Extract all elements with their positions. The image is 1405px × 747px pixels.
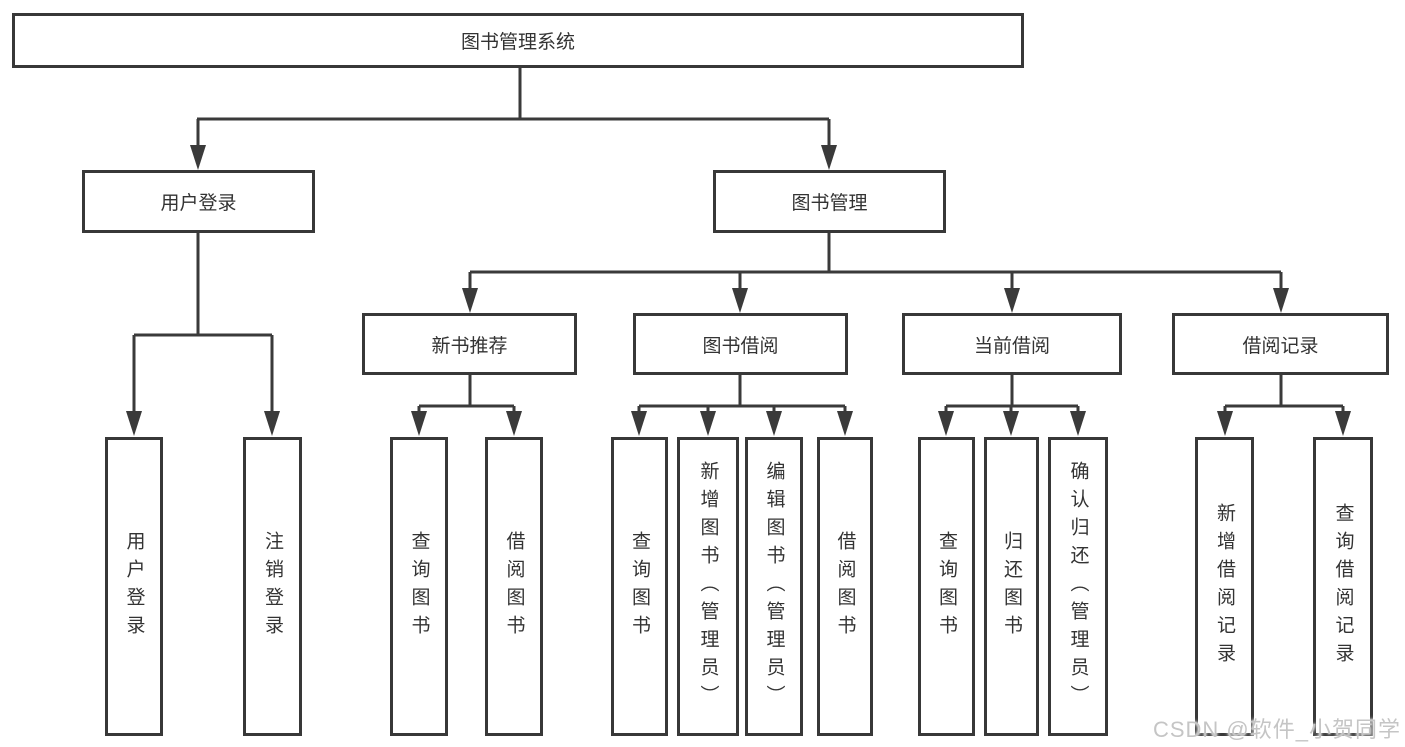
node-book-management: 图书管理 [713, 170, 946, 233]
leaf-cb-confirm-return-admin-label: 确认归还（管理员） [1067, 460, 1089, 713]
leaf-cb-confirm-return-admin: 确认归还（管理员） [1048, 437, 1108, 736]
leaf-br-query-record-label: 查询借阅记录 [1332, 502, 1354, 671]
node-current-borrowing-label: 当前借阅 [973, 335, 1050, 357]
node-borrowing-records-label: 借阅记录 [1242, 335, 1319, 357]
leaf-cb-query-books-label: 查询图书 [936, 530, 957, 643]
arrowheads [126, 145, 1351, 436]
leaf-nbr-query-books-label: 查询图书 [408, 530, 430, 643]
node-new-book-recommend-label: 新书推荐 [431, 335, 508, 357]
leaf-cb-query-books: 查询图书 [918, 437, 975, 736]
leaf-bb-add-books-admin: 新增图书（管理员） [677, 437, 739, 736]
node-borrowing-records: 借阅记录 [1172, 313, 1389, 375]
leaf-br-add-record: 新增借阅记录 [1195, 437, 1254, 736]
leaf-bb-query-books-label: 查询图书 [629, 530, 650, 643]
node-user-login: 用户登录 [82, 170, 315, 233]
node-book-borrowing: 图书借阅 [633, 313, 848, 375]
csdn-watermark: CSDN @软件_小贺同学 [1152, 717, 1401, 742]
leaf-bb-borrow-books: 借阅图书 [817, 437, 873, 736]
leaf-bb-edit-books-admin: 编辑图书（管理员） [745, 437, 803, 736]
leaf-br-add-record-label: 新增借阅记录 [1214, 502, 1235, 671]
leaf-user-login-label: 用户登录 [123, 530, 145, 643]
leaf-nbr-borrow-books: 借阅图书 [485, 437, 543, 736]
leaf-br-query-record: 查询借阅记录 [1313, 437, 1373, 736]
node-user-login-label: 用户登录 [160, 193, 237, 214]
leaf-bb-borrow-books-label: 借阅图书 [834, 530, 856, 643]
leaf-cb-return-books: 归还图书 [984, 437, 1039, 736]
node-current-borrowing: 当前借阅 [902, 313, 1122, 375]
leaf-bb-query-books: 查询图书 [611, 437, 668, 736]
node-root: 图书管理系统 [12, 13, 1024, 68]
leaf-bb-add-books-admin-label: 新增图书（管理员） [697, 460, 719, 713]
node-book-borrowing-label: 图书借阅 [702, 335, 779, 357]
node-new-book-recommend: 新书推荐 [362, 313, 577, 375]
leaf-bb-edit-books-admin-label: 编辑图书（管理员） [763, 460, 785, 713]
leaf-nbr-query-books: 查询图书 [390, 437, 448, 736]
node-root-label: 图书管理系统 [460, 32, 575, 53]
leaf-logout-label: 注销登录 [262, 530, 283, 643]
node-book-management-label: 图书管理 [791, 193, 868, 214]
leaf-nbr-borrow-books-label: 借阅图书 [503, 530, 525, 643]
leaf-logout: 注销登录 [243, 437, 302, 736]
leaf-cb-return-books-label: 归还图书 [1001, 530, 1022, 643]
leaf-user-login: 用户登录 [105, 437, 163, 736]
